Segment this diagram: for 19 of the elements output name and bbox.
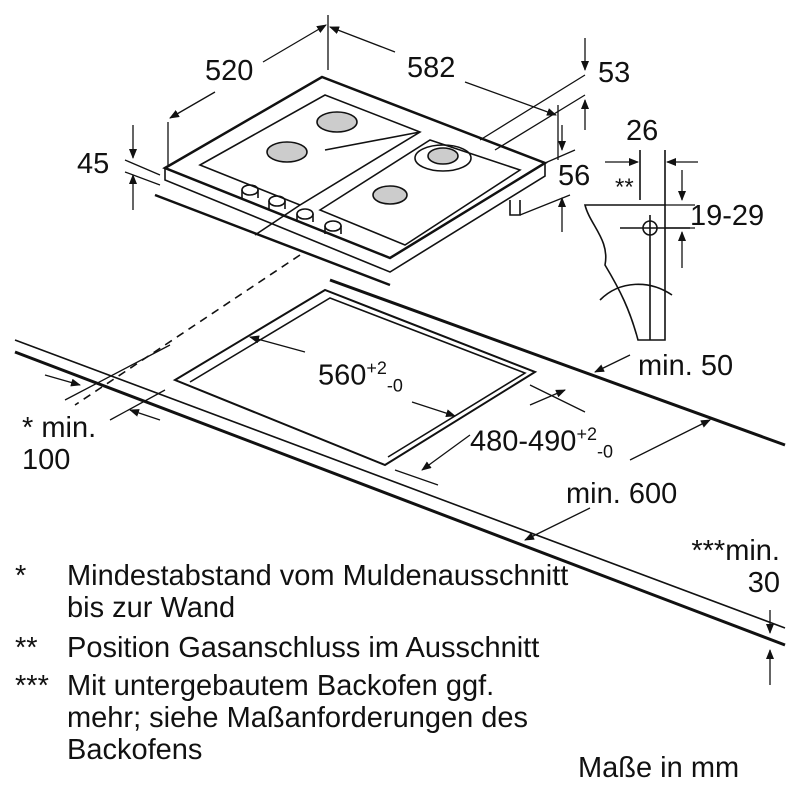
footnote-marker: ***: [15, 670, 49, 702]
dimension-value: 19-29: [690, 200, 764, 232]
dimension-value: min. 600: [566, 478, 678, 510]
footnote-marker: **: [615, 173, 634, 203]
dimension-value: * min. 100: [22, 412, 98, 476]
dimension-value: 53: [598, 57, 630, 89]
dimension-value: 45: [77, 148, 110, 180]
footnote-text: Position Gasanschluss im Ausschnitt: [67, 632, 540, 664]
dimension-value: 520: [205, 55, 254, 87]
dimension-value: 56: [558, 160, 590, 192]
dimension-value: 26: [626, 115, 658, 147]
dimension-value: 582: [407, 52, 456, 84]
footnote-marker: *: [15, 560, 26, 592]
footnote-marker: **: [15, 632, 38, 664]
footnote-text: Mindestabstand vom Muldenausschnitt bis zur Wand: [67, 560, 570, 624]
dimension-value: min. 50: [638, 350, 734, 382]
footnote-text: Mit untergebautem Backofen ggf. mehr; siehe Maßanforderungen des Backofens: [67, 670, 530, 766]
dimension-value: ***min. 30: [690, 535, 780, 599]
units-note: Maße in mm: [578, 752, 740, 784]
